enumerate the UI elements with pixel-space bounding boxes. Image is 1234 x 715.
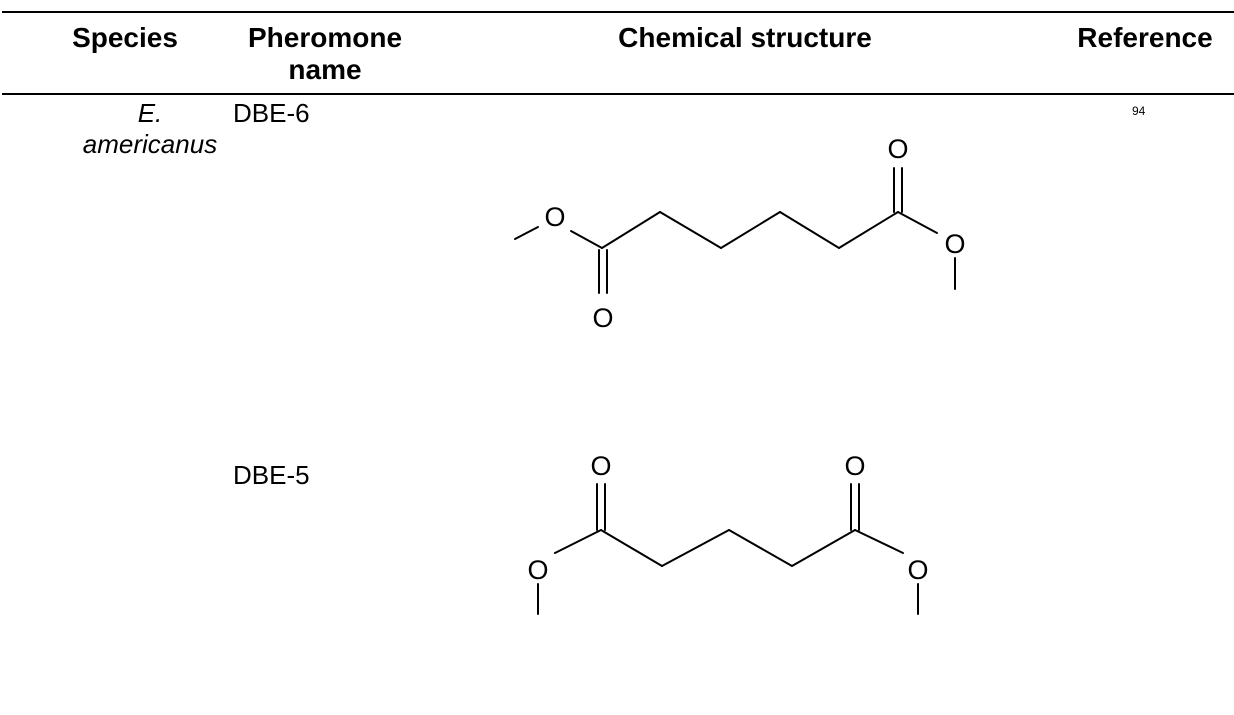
bond bbox=[514, 226, 539, 240]
table-top-rule bbox=[2, 11, 1234, 13]
atom-oxygen: O bbox=[590, 451, 611, 481]
header-reference: Reference bbox=[1077, 22, 1213, 53]
bond bbox=[659, 211, 722, 249]
atom-oxygen: O bbox=[944, 229, 965, 259]
atom-oxygen: O bbox=[907, 555, 928, 585]
atom-oxygen: O bbox=[887, 134, 908, 164]
pheromone-name-dbe6: DBE-6 bbox=[233, 98, 310, 128]
bond bbox=[838, 211, 899, 249]
bond bbox=[601, 211, 661, 249]
header-species: Species bbox=[72, 22, 178, 53]
bond bbox=[600, 529, 663, 567]
header-pheromone-line1: Pheromone bbox=[247, 22, 403, 53]
bond bbox=[728, 529, 793, 567]
species-cell: E. americanus bbox=[80, 98, 220, 160]
bond bbox=[720, 211, 781, 249]
bond bbox=[791, 529, 856, 567]
atom-oxygen: O bbox=[544, 202, 565, 232]
atom-oxygen: O bbox=[844, 451, 865, 481]
bond bbox=[897, 211, 938, 234]
bond bbox=[554, 529, 602, 554]
reference-number: 94 bbox=[1132, 104, 1146, 118]
bond bbox=[661, 529, 730, 567]
species-epithet: americanus bbox=[82, 129, 218, 159]
atom-oxygen: O bbox=[527, 555, 548, 585]
header-pheromone-line2: name bbox=[288, 54, 362, 85]
header-pheromone-name: Pheromone name bbox=[225, 22, 425, 86]
header-chemical-structure: Chemical structure bbox=[618, 22, 872, 53]
species-genus: E. bbox=[137, 98, 163, 128]
bond bbox=[779, 211, 840, 249]
atom-oxygen: O bbox=[592, 303, 613, 333]
bond bbox=[570, 230, 603, 249]
bond bbox=[854, 529, 904, 554]
table-header-rule bbox=[2, 93, 1234, 95]
pheromone-name-dbe5: DBE-5 bbox=[233, 460, 310, 490]
